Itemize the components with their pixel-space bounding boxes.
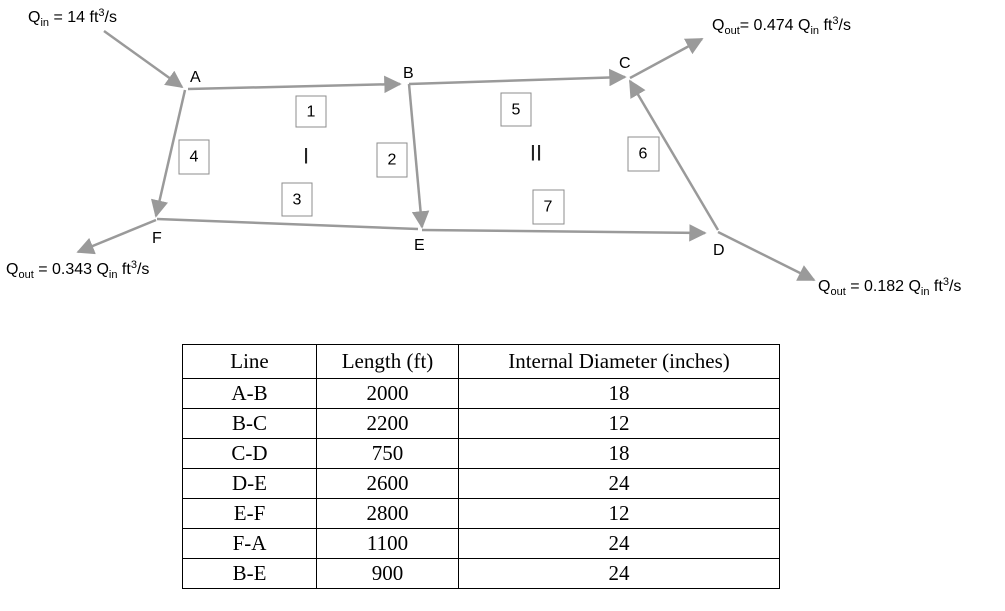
- outflow-f-arrow: [76, 218, 157, 255]
- pipe-d-c: [628, 79, 720, 231]
- table-row: B-E 900 24: [182, 558, 780, 589]
- cell-length: 750: [316, 438, 459, 469]
- table-row: C-D 750 18: [182, 438, 780, 469]
- pipe-a-f: [151, 89, 187, 218]
- cell-diameter: 24: [458, 468, 780, 499]
- cell-diameter: 12: [458, 498, 780, 529]
- node-f-label: F: [152, 230, 162, 247]
- cell-line: A-B: [182, 378, 317, 409]
- pipe-f-e: [156, 217, 419, 231]
- cell-line: F-A: [182, 528, 317, 559]
- cell-diameter: 18: [458, 438, 780, 469]
- pipe-number-7: 7: [532, 189, 565, 225]
- pipe-b-e: [407, 83, 430, 229]
- loop-label-2: II: [530, 141, 542, 166]
- pipe-network-diagram: A B C D E F Qin = 14 ft3/s Qout= 0.474 Q…: [6, 7, 961, 298]
- pipe-e-d: [421, 224, 707, 242]
- cell-diameter: 24: [458, 528, 780, 559]
- table-row: A-B 2000 18: [182, 378, 780, 409]
- cell-line: C-D: [182, 438, 317, 469]
- node-b-label: B: [403, 65, 414, 82]
- pipe-number-2: 2: [376, 142, 408, 178]
- svg-text:1: 1: [307, 104, 316, 121]
- pipe-number-5: 5: [500, 92, 532, 127]
- node-e-label: E: [414, 237, 425, 254]
- table-row: E-F 2800 12: [182, 498, 780, 529]
- pipe-number-4: 4: [178, 139, 210, 175]
- table-row: F-A 1100 24: [182, 528, 780, 559]
- node-d-label: D: [713, 242, 725, 259]
- pipe-number-6: 6: [627, 136, 660, 172]
- svg-text:6: 6: [639, 146, 648, 163]
- table-row: D-E 2600 24: [182, 468, 780, 499]
- cell-length: 2600: [316, 468, 459, 499]
- svg-text:5: 5: [512, 102, 521, 119]
- pipe-properties-table: Line Length (ft) Internal Diameter (inch…: [182, 344, 780, 589]
- svg-text:4: 4: [190, 149, 199, 166]
- inflow-label: Qin = 14 ft3/s: [28, 7, 117, 29]
- header-length: Length (ft): [316, 344, 459, 379]
- outflow-d-arrow: [717, 230, 816, 282]
- node-a-label: A: [190, 69, 201, 86]
- svg-text:2: 2: [388, 152, 397, 169]
- pipe-number-3: 3: [281, 182, 313, 217]
- cell-diameter: 24: [458, 558, 780, 589]
- node-c-label: C: [619, 55, 631, 72]
- cell-line: B-C: [182, 408, 317, 439]
- cell-length: 900: [316, 558, 459, 589]
- svg-text:3: 3: [293, 192, 302, 209]
- outflow-c-arrow: [629, 37, 704, 80]
- cell-length: 2800: [316, 498, 459, 529]
- cell-length: 2200: [316, 408, 459, 439]
- cell-diameter: 12: [458, 408, 780, 439]
- outflow-f-label: Qout = 0.343 Qin ft3/s: [6, 259, 149, 281]
- cell-line: B-E: [182, 558, 317, 589]
- pipe-b-c: [408, 68, 627, 87]
- table-header-row: Line Length (ft) Internal Diameter (inch…: [182, 344, 780, 379]
- cell-line: E-F: [182, 498, 317, 529]
- inflow-arrow: [103, 29, 184, 89]
- table-row: B-C 2200 12: [182, 408, 780, 439]
- cell-diameter: 18: [458, 378, 780, 409]
- header-diameter: Internal Diameter (inches): [458, 344, 780, 379]
- pipe-a-b: [187, 75, 402, 94]
- header-line: Line: [182, 344, 317, 379]
- cell-length: 1100: [316, 528, 459, 559]
- outflow-c-label: Qout= 0.474 Qin ft3/s: [712, 15, 851, 37]
- cell-length: 2000: [316, 378, 459, 409]
- pipe-number-1: 1: [295, 95, 327, 128]
- svg-text:7: 7: [544, 199, 553, 216]
- outflow-d-label: Qout = 0.182 Qin ft3/s: [818, 276, 961, 298]
- cell-line: D-E: [182, 468, 317, 499]
- loop-label-1: I: [303, 144, 309, 169]
